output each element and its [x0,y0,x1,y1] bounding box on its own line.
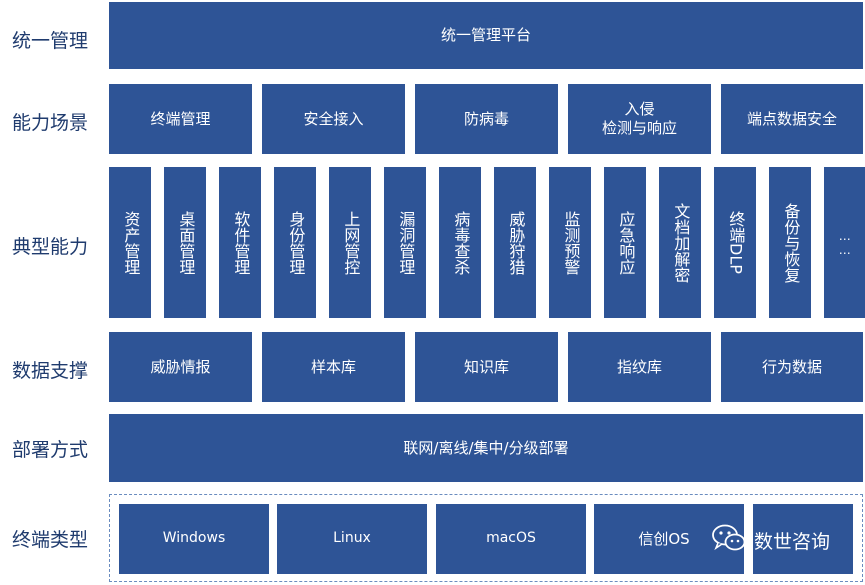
capability-label: 软件管理 [231,210,251,275]
capability-label: 监测预警 [561,210,581,275]
endpoint-type-box: macOS [436,504,586,574]
capability-box: 备份与恢复 [769,167,811,318]
capability-label: 威胁狩猎 [506,210,526,275]
endpoint-type-label: macOS [486,530,536,547]
data-support-label: 知识库 [463,357,509,376]
capability-box: 软件管理 [219,167,261,318]
scenario-label: 终端管理 [150,109,211,128]
capability-label: 桌面管理 [176,210,196,275]
capability-label: 资产管理 [121,210,141,275]
scenario-label: 端点数据安全 [746,109,837,128]
capability-label: 身份管理 [286,210,306,275]
endpoint-type-label: Windows [162,530,226,547]
row-label-unified: 统一管理 [12,30,89,52]
scenario-label: 安全接入 [303,109,364,128]
capability-box: 漏洞管理 [384,167,426,318]
data-support-box: 行为数据 [721,332,863,402]
scenario-label: 防病毒 [463,109,509,128]
capability-box: 终端DLP [714,167,756,318]
row-label-scenarios: 能力场景 [12,112,89,134]
capability-label: 文档加解密 [671,202,691,283]
data-support-label: 行为数据 [761,357,822,376]
capability-box: 文档加解密 [659,167,701,318]
capability-label: 终端DLP [726,211,746,274]
capability-label: 漏洞管理 [396,210,416,275]
capability-box: 病毒查杀 [439,167,481,318]
row-label-data-support: 数据支撑 [12,360,89,382]
scenario-box: 终端管理 [109,84,252,154]
capability-box: 资产管理 [109,167,151,318]
scenario-box: 端点数据安全 [721,84,863,154]
row-label-deployment: 部署方式 [12,439,89,461]
data-support-box: 样本库 [262,332,405,402]
watermark-text: 数世咨询 [754,530,831,553]
data-support-label: 指纹库 [616,357,662,376]
capability-box: 威胁狩猎 [494,167,536,318]
capability-label: 上网管控 [341,210,361,275]
wechat-icon [712,524,746,556]
endpoint-types-container [109,494,863,582]
row-label-capabilities: 典型能力 [12,236,89,258]
endpoint-type-box [753,504,853,574]
capability-box: 上网管控 [329,167,371,318]
capability-box: 监测预警 [549,167,591,318]
data-support-box: 威胁情报 [109,332,252,402]
deployment-label: 联网/离线/集中/分级部署 [403,438,569,457]
endpoint-type-label: 信创OS [638,529,690,548]
capability-label: 应急响应 [616,210,636,275]
scenario-box: 防病毒 [415,84,558,154]
capability-box: 桌面管理 [164,167,206,318]
scenario-box: 入侵 检测与响应 [568,84,711,154]
row-label-endpoint-types: 终端类型 [12,529,89,551]
data-support-box: 指纹库 [568,332,711,402]
endpoint-type-box: Linux [277,504,427,574]
capability-label: 病毒查杀 [451,210,471,275]
unified-platform-box: 统一管理平台 [109,2,863,69]
watermark: 数世咨询 [712,523,830,557]
scenario-box: 安全接入 [262,84,405,154]
endpoint-type-label: Linux [333,530,371,547]
capability-label: 备份与恢复 [781,202,801,283]
data-support-label: 威胁情报 [150,357,211,376]
deployment-box: 联网/离线/集中/分级部署 [109,414,863,482]
endpoint-type-box: Windows [119,504,269,574]
unified-platform-label: 统一管理平台 [440,26,531,45]
data-support-label: 样本库 [310,357,356,376]
capability-box: 身份管理 [274,167,316,318]
capability-label: …… [837,228,852,257]
capability-box-ellipsis: …… [824,167,865,318]
capability-box: 应急响应 [604,167,646,318]
scenario-label: 入侵 检测与响应 [601,100,677,137]
data-support-box: 知识库 [415,332,558,402]
